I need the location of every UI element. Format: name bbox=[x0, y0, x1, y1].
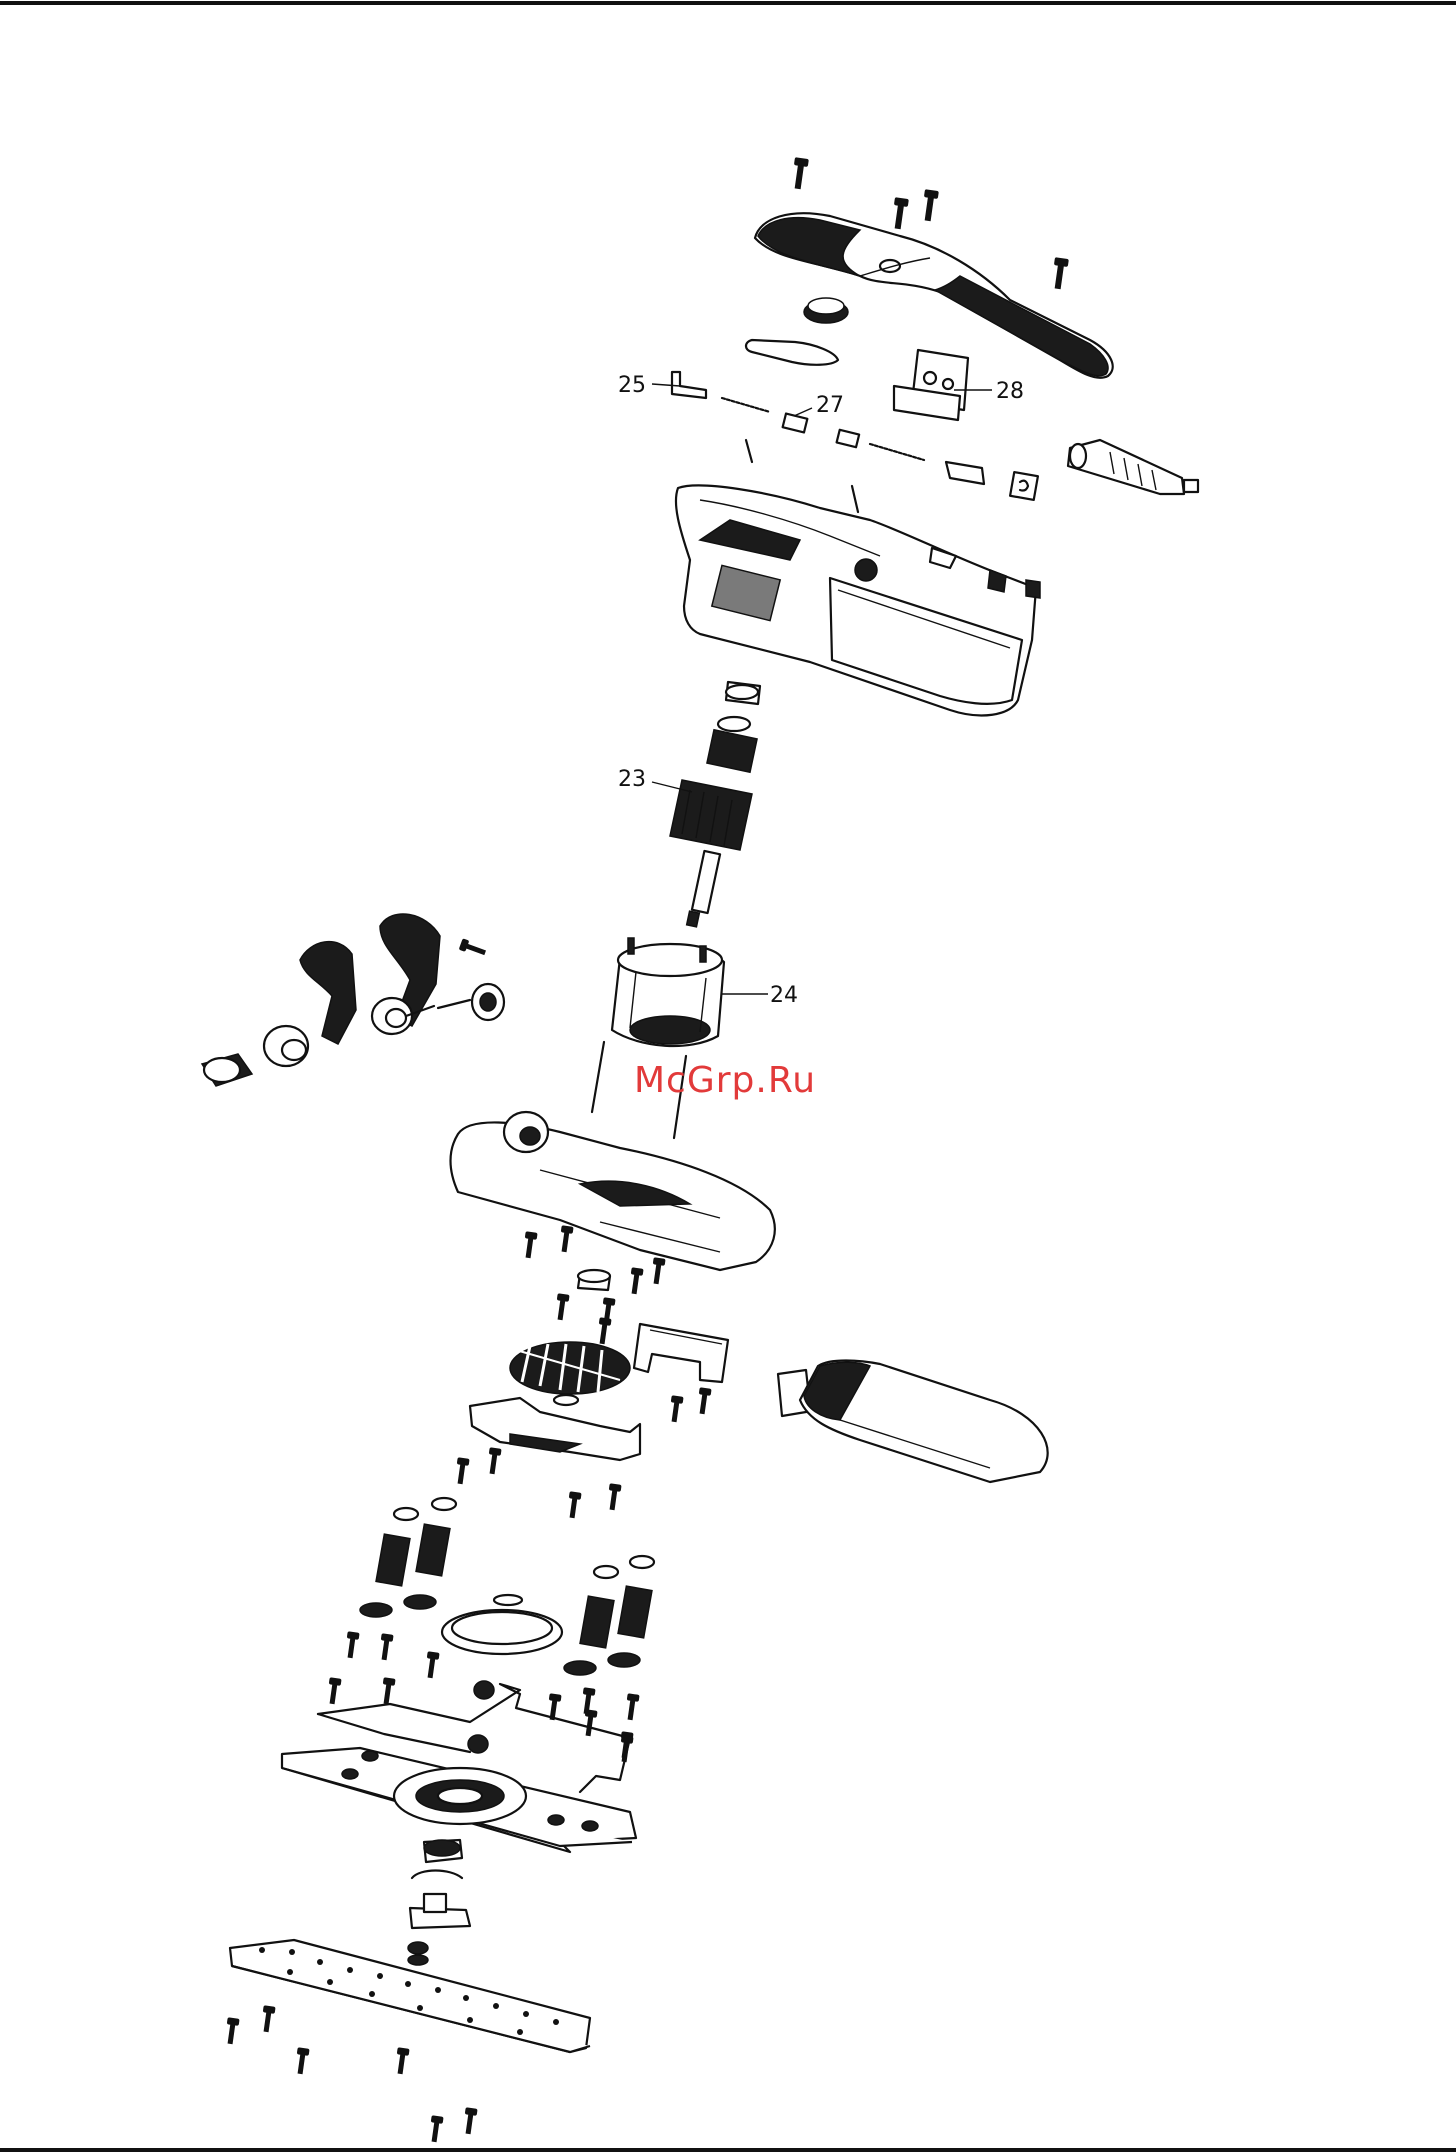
bearing-part bbox=[726, 682, 760, 704]
eccentric-bearing-stack-part bbox=[408, 1840, 470, 1965]
dust-lever-right-part bbox=[372, 914, 440, 1034]
switch-plate-part bbox=[746, 340, 838, 365]
motor-housing-part bbox=[676, 485, 1040, 715]
callout-23-label: 23 bbox=[618, 767, 646, 792]
callout-25: 25 bbox=[618, 373, 680, 398]
fan-part bbox=[510, 1342, 630, 1405]
spring-part bbox=[722, 398, 770, 412]
watermark-text: McGrp.Ru bbox=[634, 1060, 816, 1101]
orbital-ring-part bbox=[442, 1595, 562, 1654]
screw-group-bottom bbox=[224, 2005, 478, 2142]
screw-group-lower bbox=[454, 1447, 622, 1518]
switch-body-part bbox=[894, 350, 968, 420]
callout-24: 24 bbox=[722, 983, 798, 1008]
dust-lever-left-part bbox=[264, 942, 356, 1066]
switch-cap-part bbox=[804, 298, 848, 323]
stator-part bbox=[612, 938, 724, 1046]
base-housing-part bbox=[451, 1112, 775, 1270]
dust-canister-part bbox=[778, 1361, 1048, 1483]
callout-28-label: 28 bbox=[996, 379, 1024, 404]
wheel-right-part bbox=[438, 938, 504, 1020]
callout-27-label: 27 bbox=[816, 393, 844, 418]
knob-left-part bbox=[202, 1054, 252, 1086]
cable-sleeve-part bbox=[1068, 440, 1198, 494]
callout-25-label: 25 bbox=[618, 373, 646, 398]
callout-24-label: 24 bbox=[770, 983, 798, 1008]
sanding-pad-base-part bbox=[282, 1748, 636, 1852]
fan-housing-plate-part bbox=[470, 1387, 712, 1460]
armature-part bbox=[670, 717, 757, 927]
counterweight-bearing-part bbox=[578, 1270, 610, 1290]
callout-27: 27 bbox=[794, 393, 844, 418]
dust-port-bracket-part bbox=[634, 1324, 728, 1382]
